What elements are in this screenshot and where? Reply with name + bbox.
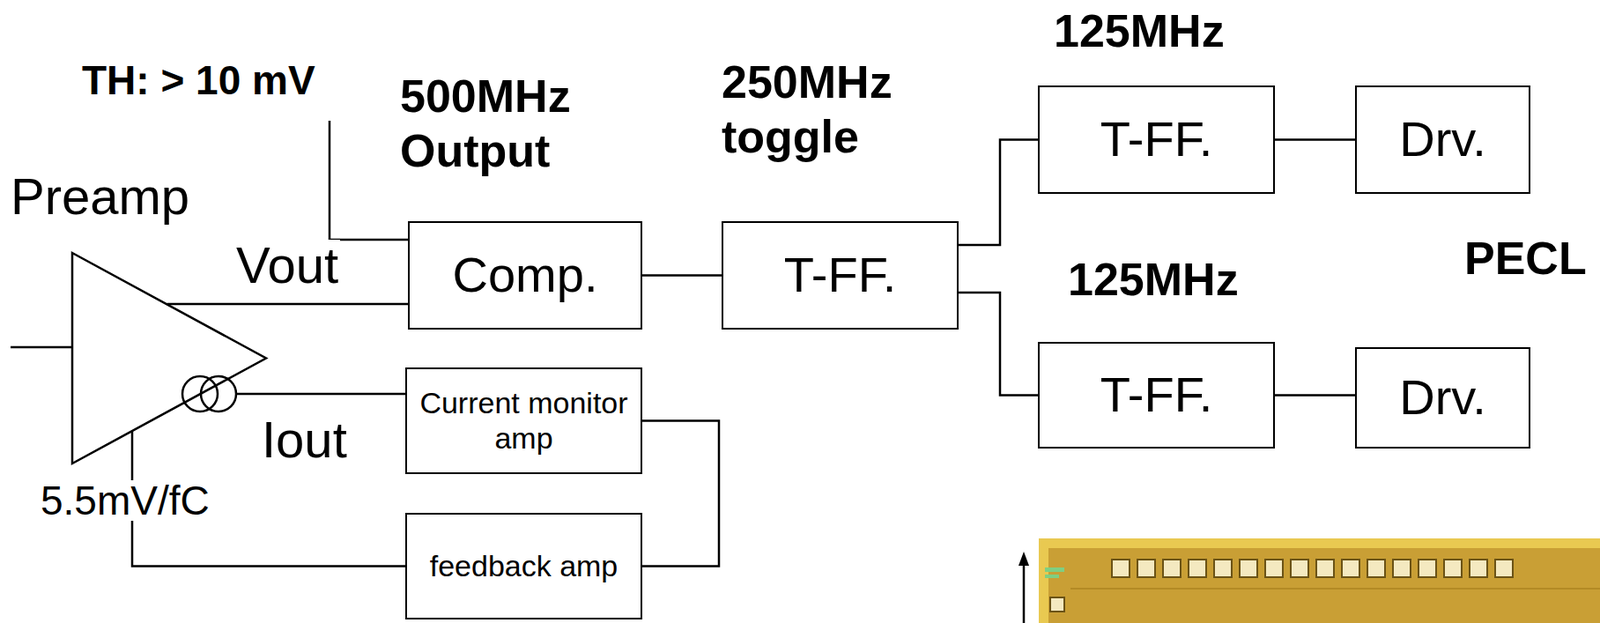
amplifier-name: Preamp	[10, 170, 190, 223]
box-label: T-FF.	[1100, 366, 1214, 423]
connector-wire	[958, 292, 1038, 396]
amp-box: feedback amp	[405, 512, 643, 620]
signal-name: 5.5mV/fC	[38, 480, 212, 521]
connector-wire	[1274, 138, 1356, 141]
connector-wire	[642, 274, 722, 277]
signal-name: Iout	[259, 414, 349, 466]
chip-photo	[1038, 538, 1600, 623]
connector-wire	[236, 392, 406, 396]
input-wire	[10, 346, 72, 349]
box-label: Drv.	[1399, 369, 1487, 426]
signal-annotation: 500MHz Output	[400, 68, 603, 179]
connector-wire	[167, 303, 408, 306]
connector-wire	[958, 140, 1038, 246]
amp-box: Current monitor amp	[405, 367, 643, 475]
box-label: Current monitor amp	[415, 385, 632, 455]
connector-wire	[642, 421, 719, 567]
scale-arrow	[1018, 551, 1030, 623]
comparator-box: Comp.	[407, 221, 643, 330]
flipflop-box: T-FF.	[721, 221, 959, 330]
signal-name: Vout	[234, 239, 341, 291]
driver-box: Drv.	[1355, 347, 1531, 449]
box-label: feedback amp	[429, 548, 619, 584]
box-label: T-FF.	[1100, 111, 1214, 168]
signal-annotation: 250MHz toggle	[721, 54, 925, 165]
signal-annotation: TH: > 10 mV	[81, 56, 382, 105]
signal-annotation: PECL	[1464, 230, 1597, 286]
current-source-symbol	[200, 376, 237, 412]
box-label: Drv.	[1399, 111, 1487, 168]
signal-annotation: 125MHz	[1053, 3, 1266, 59]
signal-annotation: 125MHz	[1067, 251, 1280, 307]
flipflop-box: T-FF.	[1037, 85, 1275, 194]
flipflop-box: T-FF.	[1037, 341, 1275, 449]
driver-box: Drv.	[1355, 85, 1531, 194]
threshold-wire	[329, 120, 408, 240]
box-label: Comp.	[452, 246, 599, 304]
box-label: T-FF.	[784, 246, 897, 304]
connector-wire	[1274, 393, 1356, 397]
